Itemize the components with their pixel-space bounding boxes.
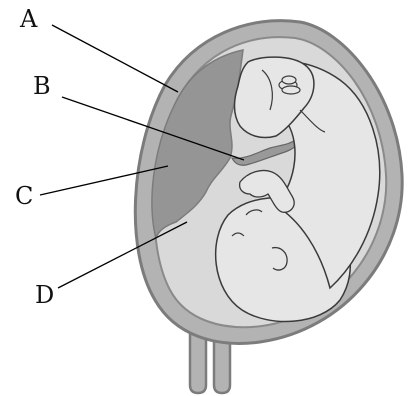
label-b: B xyxy=(33,74,51,98)
label-d: D xyxy=(35,283,54,307)
label-a: A xyxy=(20,7,37,31)
label-c: C xyxy=(15,184,33,208)
leader-line-a xyxy=(52,25,178,92)
